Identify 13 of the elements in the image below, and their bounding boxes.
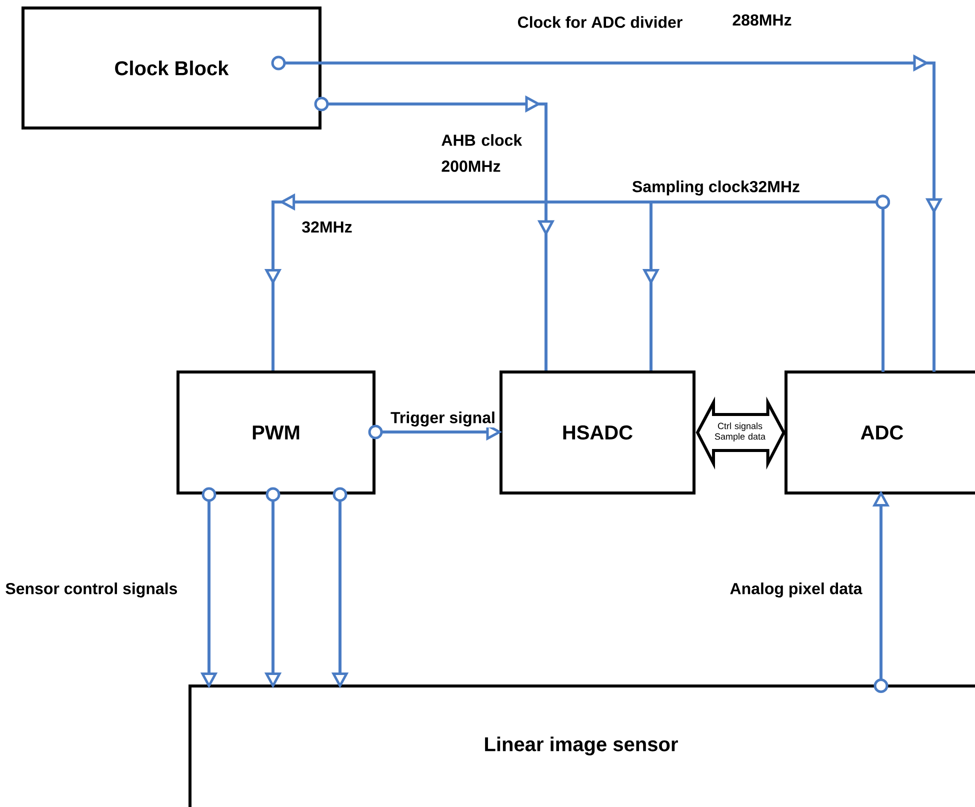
- edge-label: AHB clock 200MHz: [440, 133, 532, 173]
- signal-label: Analog pixel data: [730, 582, 862, 598]
- block-box: HSADC: [500, 370, 696, 494]
- block-box: Linear image sensor: [188, 684, 975, 807]
- signal-label: 32MHz: [302, 221, 352, 233]
- signal-label: 288MHz: [732, 14, 792, 26]
- edge-label: Clock for ADC divider: [516, 15, 684, 29]
- edge-label: Ctrl signals Sample data: [709, 422, 771, 442]
- signal-label: Sensor control signals: [6, 582, 178, 598]
- block-box: Clock Block: [22, 6, 322, 130]
- edge-label: Sampling clock32MHz: [630, 180, 802, 196]
- block-box: ADC: [784, 370, 975, 494]
- block-box: PWM: [176, 370, 376, 494]
